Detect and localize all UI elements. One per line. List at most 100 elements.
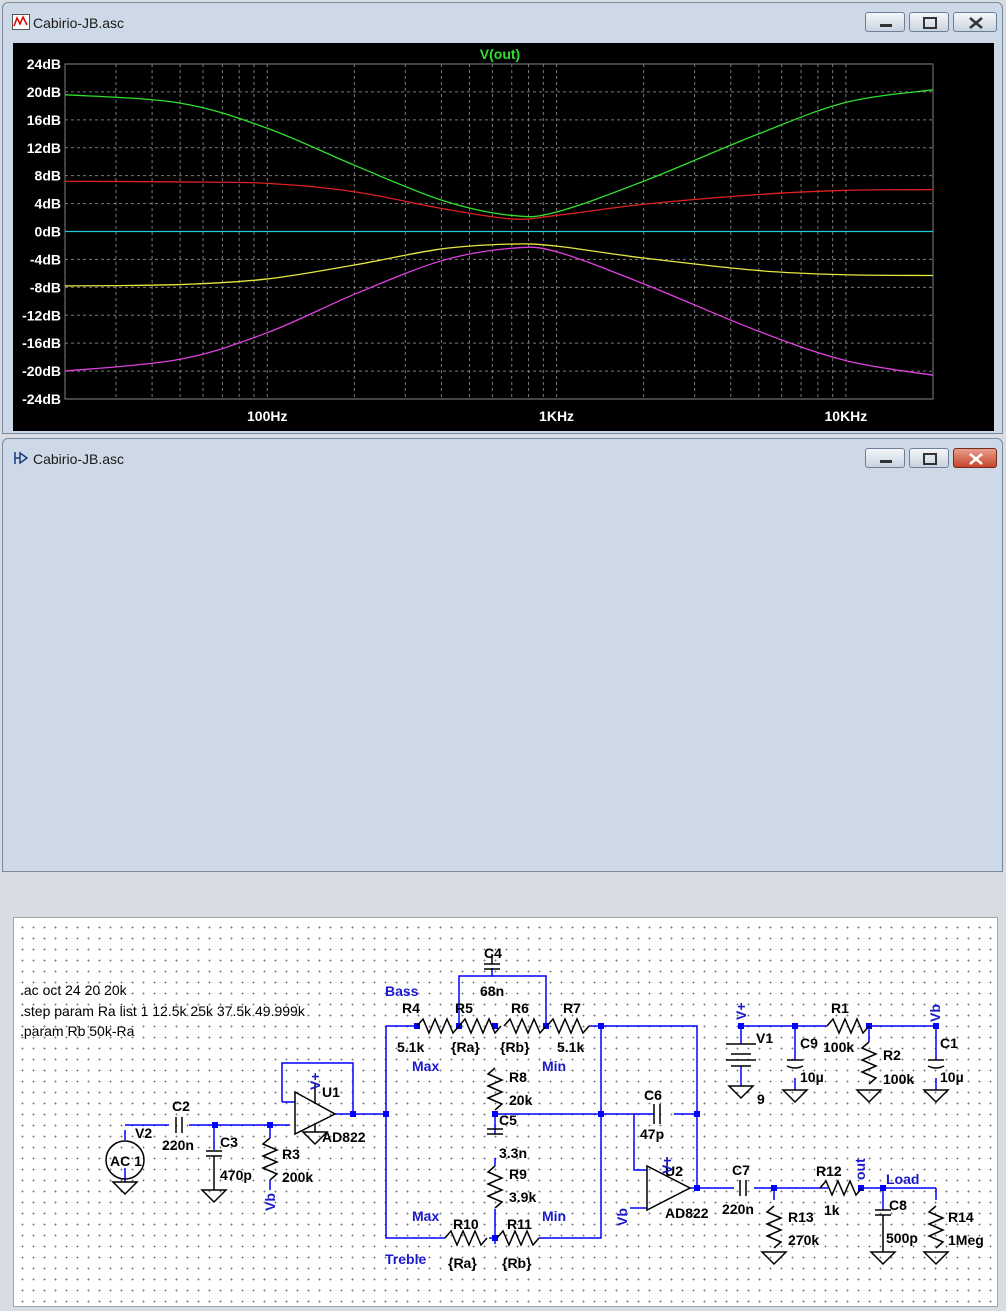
c9-ref[interactable]: C9: [800, 1035, 818, 1051]
c5-ref[interactable]: C5: [499, 1112, 517, 1128]
c2-ref[interactable]: C2: [172, 1098, 190, 1114]
u1-ref[interactable]: U1: [322, 1084, 340, 1100]
net-max-treble[interactable]: Max: [412, 1208, 439, 1224]
r12-value[interactable]: 1k: [824, 1202, 840, 1218]
r13-ref[interactable]: R13: [788, 1209, 814, 1225]
r3-value[interactable]: 200k: [282, 1169, 313, 1185]
net-min-bass[interactable]: Min: [542, 1058, 566, 1074]
r8-ref[interactable]: R8: [509, 1069, 527, 1085]
maximize-button-2[interactable]: [909, 448, 949, 468]
net-max-bass[interactable]: Max: [412, 1058, 439, 1074]
r1-value[interactable]: 100k: [823, 1039, 854, 1055]
r14-ref[interactable]: R14: [948, 1209, 974, 1225]
r5-value[interactable]: {Ra}: [451, 1039, 480, 1055]
r1-ref[interactable]: R1: [831, 1000, 849, 1016]
c8-value[interactable]: 500p: [886, 1230, 918, 1246]
schematic-app-icon: [14, 451, 29, 465]
schematic-window: Cabirio-JB.asc .ac oct 24 20 20k .step p…: [2, 438, 1003, 1307]
r11-ref[interactable]: R11: [507, 1216, 532, 1232]
r9-value[interactable]: 3.9k: [509, 1189, 536, 1205]
waveform-titlebar[interactable]: Cabirio-JB.asc: [3, 3, 1002, 39]
x-tick-label: 100Hz: [247, 408, 287, 424]
net-load[interactable]: Load: [886, 1171, 919, 1187]
net-vplus-u1[interactable]: V+: [307, 1072, 323, 1090]
c4-ref[interactable]: C4: [484, 945, 502, 961]
c6-ref[interactable]: C6: [644, 1087, 662, 1103]
net-vplus-v1[interactable]: V+: [733, 1002, 749, 1020]
minimize-button-2[interactable]: [865, 448, 905, 468]
net-vb-u2[interactable]: Vb: [614, 1208, 630, 1226]
r6-ref[interactable]: R6: [511, 1000, 529, 1016]
net-vb-r3[interactable]: Vb: [262, 1193, 278, 1211]
r14-value[interactable]: 1Meg: [948, 1232, 984, 1248]
r6-value[interactable]: {Rb}: [500, 1039, 530, 1055]
v1-ref[interactable]: V1: [756, 1030, 773, 1046]
series-line-4: [64, 246, 934, 376]
series-line-3: [64, 243, 934, 287]
y-tick-label: -4dB: [30, 251, 61, 267]
directive-ac[interactable]: .ac oct 24 20 20k: [20, 982, 128, 998]
r11-value[interactable]: {Rb}: [502, 1255, 532, 1271]
c4-value[interactable]: 68n: [480, 983, 504, 999]
schematic-window-title: Cabirio-JB.asc: [33, 451, 125, 467]
r4-value[interactable]: 5.1k: [397, 1039, 424, 1055]
c6-value[interactable]: 47p: [640, 1126, 664, 1142]
v2-ref[interactable]: V2: [135, 1125, 152, 1141]
schematic-canvas[interactable]: .ac oct 24 20 20k .step param Ra list 1 …: [13, 917, 998, 1307]
c7-value[interactable]: 220n: [722, 1201, 754, 1217]
r12-ref[interactable]: R12: [816, 1163, 842, 1179]
c1-value[interactable]: 10µ: [940, 1069, 964, 1085]
r3-ref[interactable]: R3: [282, 1146, 300, 1162]
r9-ref[interactable]: R9: [509, 1166, 527, 1182]
u2-value[interactable]: AD822: [665, 1205, 709, 1221]
r7-ref[interactable]: R7: [563, 1000, 581, 1016]
r2-value[interactable]: 100k: [883, 1071, 914, 1087]
x-tick-label: 10KHz: [825, 408, 868, 424]
r2-ref[interactable]: R2: [883, 1047, 901, 1063]
r10-ref[interactable]: R10: [453, 1216, 479, 1232]
close-button[interactable]: [953, 12, 997, 32]
v1-value[interactable]: 9: [757, 1091, 765, 1107]
net-min-treble[interactable]: Min: [542, 1208, 566, 1224]
close-button-2[interactable]: [953, 448, 997, 468]
close-icon: [969, 453, 983, 465]
net-vb-c1[interactable]: Vb: [927, 1004, 943, 1022]
c3-ref[interactable]: C3: [220, 1134, 238, 1150]
schematic-titlebar[interactable]: Cabirio-JB.asc: [3, 439, 1002, 475]
directive-param[interactable]: .param Rb 50k-Ra: [20, 1023, 135, 1039]
c9-value[interactable]: 10µ: [800, 1069, 824, 1085]
maximize-button[interactable]: [909, 12, 949, 32]
schematic-drawing[interactable]: .ac oct 24 20 20k .step param Ra list 1 …: [14, 918, 997, 1306]
c7-ref[interactable]: C7: [732, 1162, 750, 1178]
series-line-0: [64, 89, 934, 218]
y-tick-label: -8dB: [30, 279, 61, 295]
r13-value[interactable]: 270k: [788, 1232, 819, 1248]
c2-value[interactable]: 220n: [162, 1137, 194, 1153]
r4-ref[interactable]: R4: [402, 1000, 420, 1016]
net-treble[interactable]: Treble: [385, 1251, 426, 1267]
trace-title: V(out): [480, 46, 520, 62]
spice-directives[interactable]: .ac oct 24 20 20k .step param Ra list 1 …: [20, 982, 306, 1039]
minimize-button[interactable]: [865, 12, 905, 32]
r7-value[interactable]: 5.1k: [557, 1039, 584, 1055]
v2-value[interactable]: AC 1: [110, 1153, 142, 1169]
series-line-1: [64, 180, 934, 220]
y-tick-label: 8dB: [35, 168, 61, 184]
u1-value[interactable]: AD822: [322, 1129, 366, 1145]
c8-ref[interactable]: C8: [889, 1197, 907, 1213]
r8-value[interactable]: 20k: [509, 1092, 533, 1108]
directive-step[interactable]: .step param Ra list 1 12.5k 25k 37.5k 49…: [20, 1003, 306, 1019]
bode-plot[interactable]: 24dB20dB16dB12dB8dB4dB0dB-4dB-8dB-12dB-1…: [13, 43, 994, 431]
c1-ref[interactable]: C1: [940, 1035, 958, 1051]
r5-ref[interactable]: R5: [455, 1000, 473, 1016]
net-vplus-u2[interactable]: V+: [659, 1156, 675, 1174]
r10-value[interactable]: {Ra}: [448, 1255, 477, 1271]
y-tick-label: -16dB: [22, 335, 61, 351]
c5-value[interactable]: 3.3n: [499, 1145, 527, 1161]
close-icon: [969, 17, 983, 29]
net-out[interactable]: out: [852, 1158, 868, 1180]
c3-value[interactable]: 470p: [220, 1167, 252, 1183]
net-bass[interactable]: Bass: [385, 983, 419, 999]
